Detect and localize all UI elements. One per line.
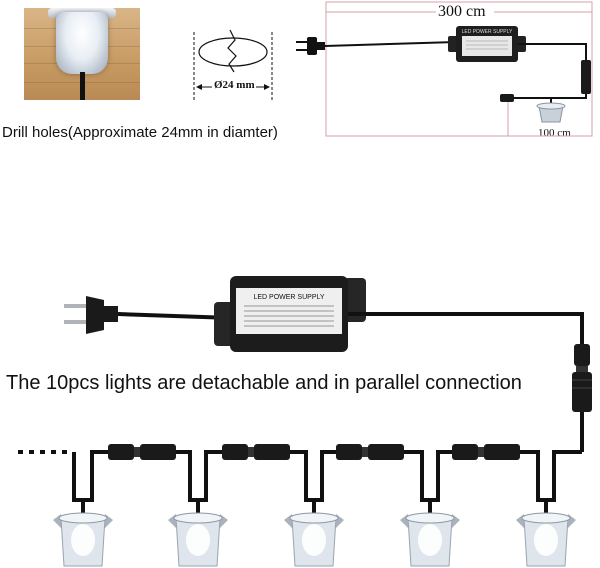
led-power-supply: LED POWER SUPPLY [214, 276, 366, 352]
lamp-4 [400, 500, 460, 567]
hole-diameter-label: Ø24 mm [214, 79, 255, 91]
lamp-wire [80, 72, 85, 100]
bus-connector-4 [452, 444, 520, 460]
lamp-1 [53, 500, 113, 567]
small-plug-icon [296, 37, 325, 55]
psu-label: LED POWER SUPPLY [253, 294, 324, 301]
main-connector [572, 344, 592, 412]
power-plug-icon [64, 296, 118, 334]
wood-installation-photo [24, 8, 140, 100]
cable-length-label: 300 cm [438, 3, 486, 20]
cable-dimension-box [325, 1, 593, 137]
input-cable [117, 312, 233, 320]
lamp-body [56, 12, 108, 74]
small-main-cable [324, 41, 457, 47]
lamp-row [53, 500, 576, 567]
lamp-5 [516, 500, 576, 567]
small-psu-label: LED POWER SUPPLY [462, 29, 513, 35]
small-power-supply: LED POWER SUPPLY [448, 26, 526, 62]
output-cable [348, 312, 584, 346]
bus-connector-2 [222, 444, 290, 460]
drill-caption: Drill holes(Approximate 24mm in diamter) [2, 124, 278, 141]
bus-connector-3 [336, 444, 404, 460]
bus-connector-1 [108, 444, 176, 460]
parallel-connection-caption: The 10pcs lights are detachable and in p… [6, 372, 522, 394]
lamp-2 [168, 500, 228, 567]
small-connector [581, 60, 591, 94]
lamp-3 [284, 500, 344, 567]
drill-hole-diagram [193, 29, 273, 100]
small-lamp-icon [536, 98, 566, 123]
